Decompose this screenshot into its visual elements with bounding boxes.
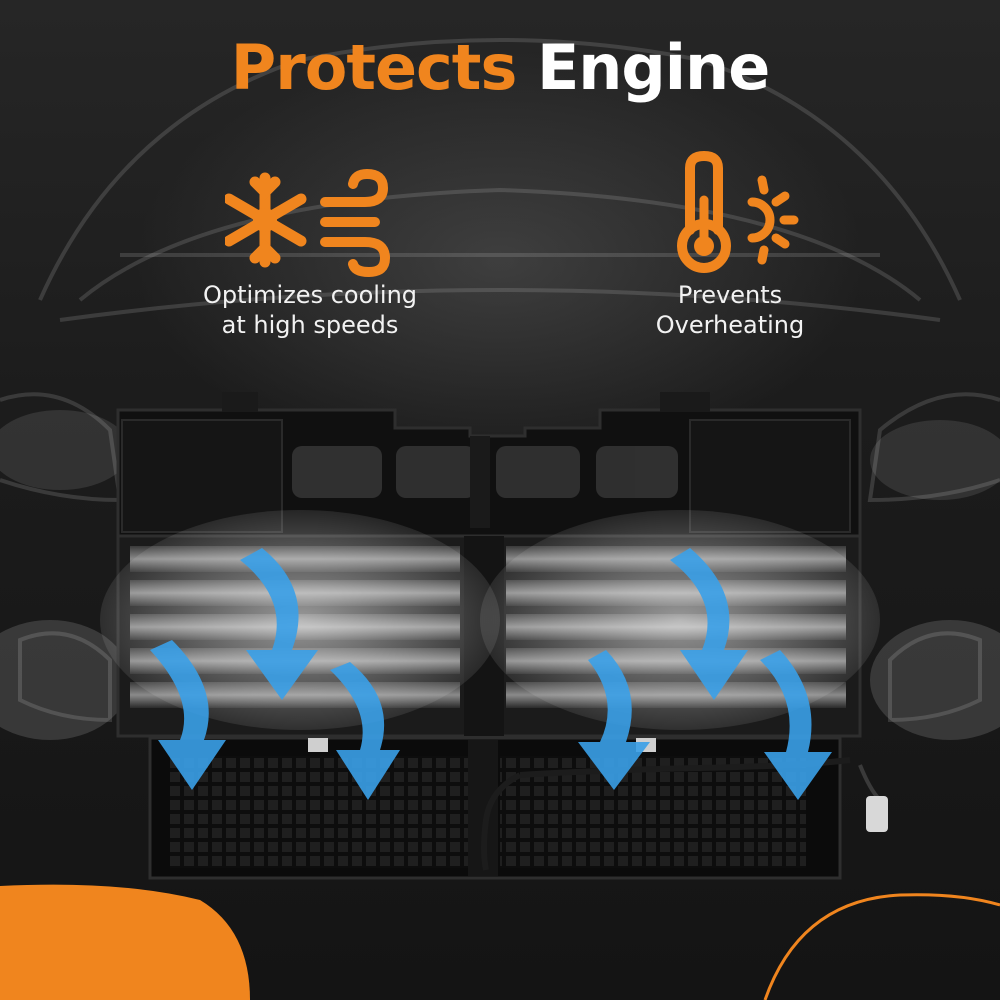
headline: Protects Engine [0, 30, 1000, 106]
feature-overheating-line-1: Prevents [677, 281, 783, 309]
feature-overheating: Prevents Overheating [580, 150, 880, 340]
airflow-arrow-6 [760, 650, 832, 800]
feature-cooling-line-1: Optimizes cooling [202, 281, 418, 309]
snowflake-wind-icon [225, 168, 391, 278]
airflow-arrow-1 [240, 548, 318, 700]
airflow-arrow-3 [330, 662, 400, 800]
shutter-slats [100, 510, 880, 738]
airflow-arrow-4 [578, 650, 650, 790]
headline-word-1: Protects [230, 31, 518, 104]
feature-cooling-line-2: at high speeds [221, 311, 399, 339]
headline-word-2: Engine [536, 31, 770, 104]
thermometer-sun-icon [677, 150, 799, 273]
feature-overheating-line-2: Overheating [655, 311, 805, 339]
feature-cooling: Optimizes cooling at high speeds [160, 160, 460, 340]
airflow-arrows [150, 548, 832, 800]
airflow-arrow-5 [670, 548, 748, 700]
airflow-arrow-2 [150, 640, 226, 790]
